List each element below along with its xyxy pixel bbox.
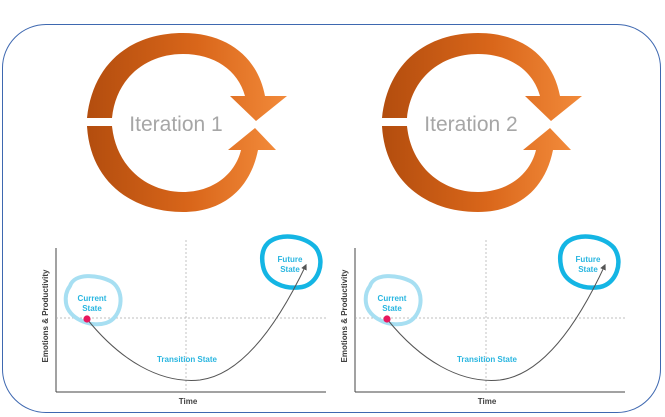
transition-state-label: Transition State <box>457 355 518 364</box>
future-state-label: Future <box>576 255 601 264</box>
current-state-label: Current <box>378 294 407 303</box>
transition-curve <box>386 263 606 381</box>
current-state-label: Current <box>78 294 107 303</box>
rounded-frame <box>2 24 661 413</box>
change-curve-2: Emotions & Productivity Time Current Sta… <box>340 234 625 406</box>
future-state-label: State <box>280 265 300 274</box>
iteration-1-cycle: Iteration 1 <box>87 33 287 212</box>
cycle-top-arrow <box>87 33 287 121</box>
transition-curve <box>86 263 307 381</box>
future-state-label: Future <box>278 255 303 264</box>
current-state-label: State <box>82 304 102 313</box>
iteration-2-cycle: Iteration 2 <box>382 33 582 212</box>
y-axis-label: Emotions & Productivity <box>41 269 50 362</box>
current-state-dot <box>83 315 91 323</box>
current-state-ring <box>63 274 123 327</box>
iteration-label: Iteration 1 <box>129 113 222 136</box>
cycle-top-arrow <box>382 33 582 121</box>
current-state-dot <box>383 315 391 323</box>
x-axis-label: Time <box>179 397 198 406</box>
future-state-ring <box>259 234 323 290</box>
cycle-bottom-arrow <box>87 126 276 212</box>
future-state-ring <box>557 234 621 290</box>
future-state-label: State <box>578 265 598 274</box>
transition-state-label: Transition State <box>157 355 218 364</box>
iteration-label: Iteration 2 <box>424 113 517 136</box>
x-axis-label: Time <box>478 397 497 406</box>
current-state-ring <box>363 274 423 327</box>
y-axis-label: Emotions & Productivity <box>340 269 349 362</box>
change-curve-1: Emotions & Productivity Time Current Sta… <box>41 234 326 406</box>
current-state-label: State <box>382 304 402 313</box>
cycle-bottom-arrow <box>382 126 571 212</box>
